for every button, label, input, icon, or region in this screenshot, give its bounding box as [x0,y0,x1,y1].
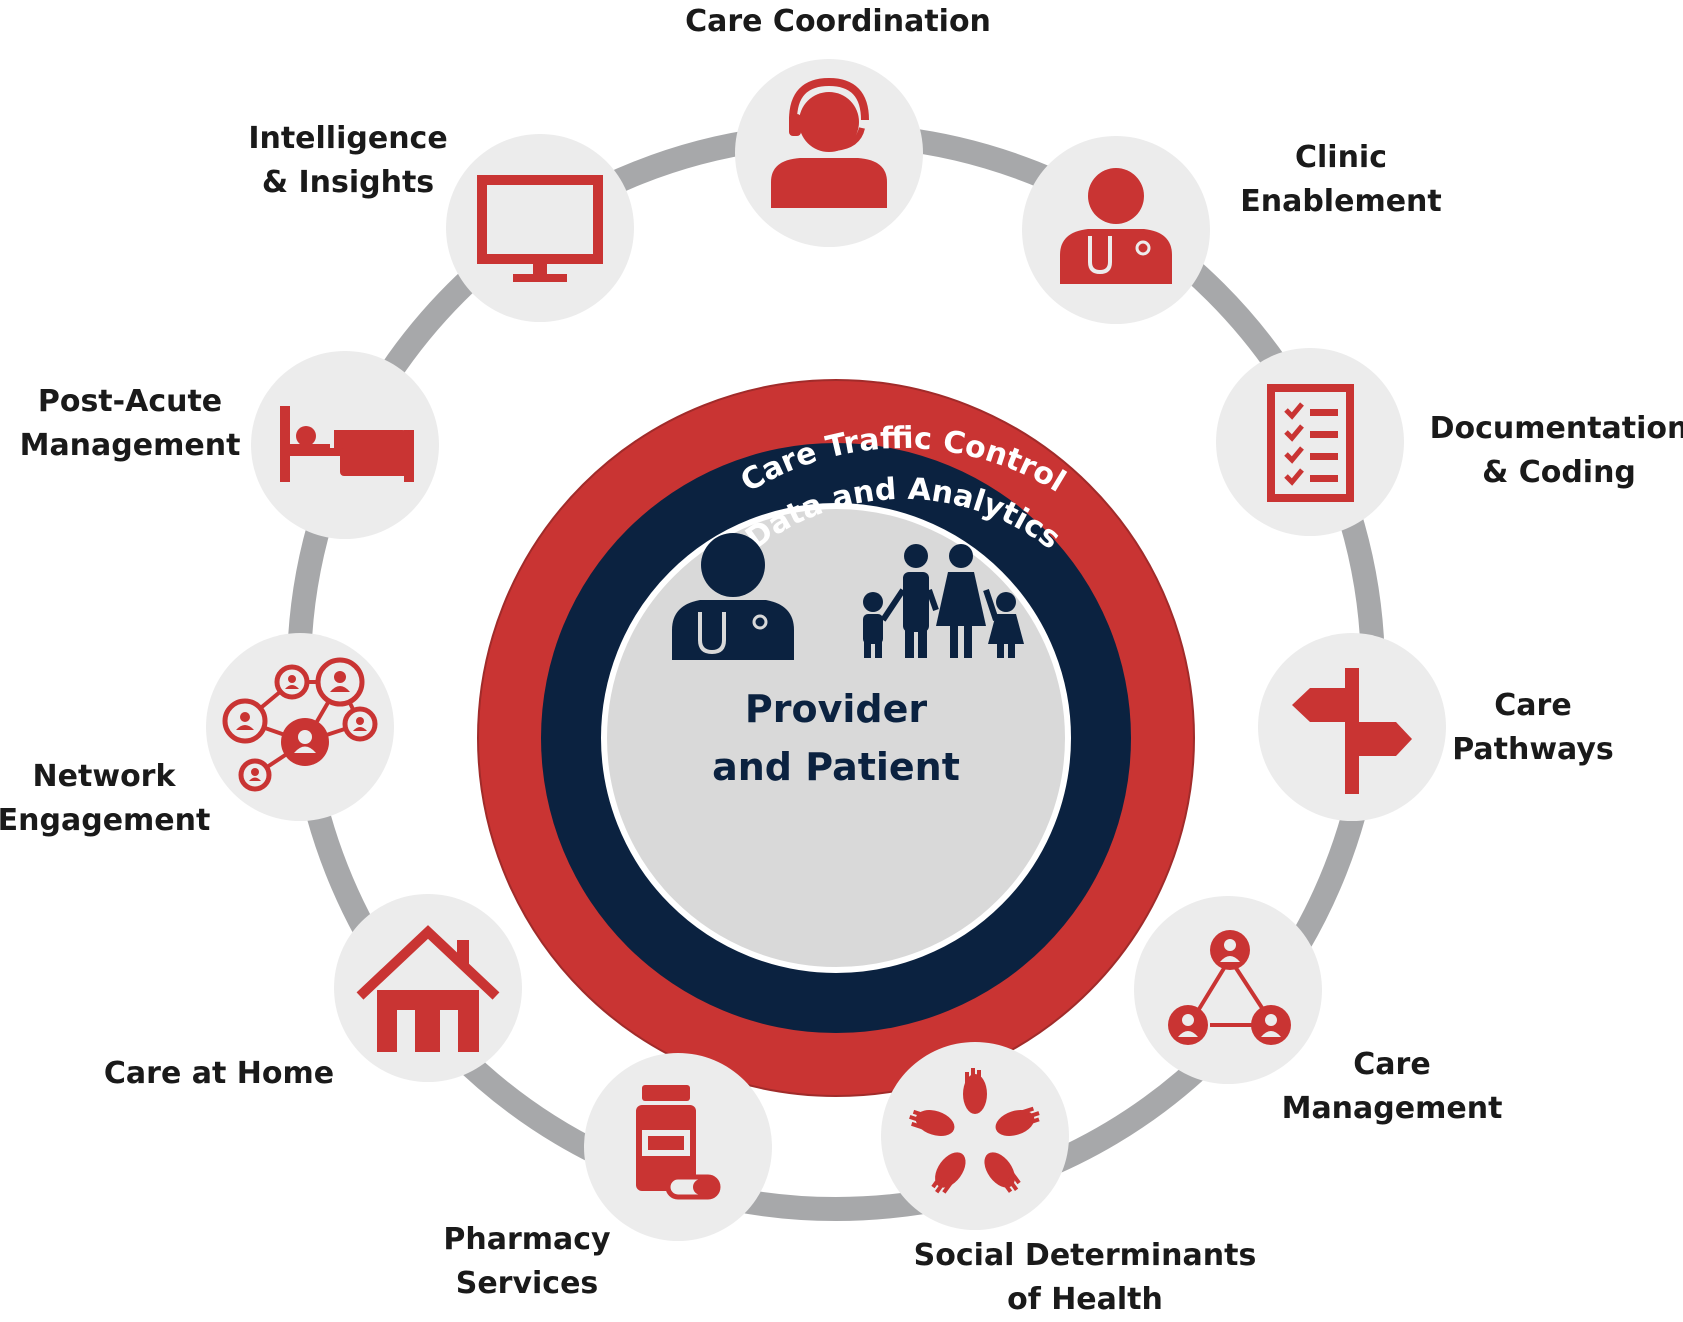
label-clinic-enablement: Clinic Enablement [1240,140,1442,219]
label-intelligence-insights: Intelligence & Insights [248,121,448,200]
center-title-line1: Provider [744,687,928,731]
family-icon [863,544,1024,658]
label-care-pathways: Care Pathways [1452,688,1614,767]
headset-user-icon [771,77,887,208]
label-social-determinants: Social Determinants of Health [913,1238,1257,1317]
network-icon [222,657,378,792]
team-triangle-icon [1168,930,1291,1045]
label-care-at-home: Care at Home [103,1056,335,1091]
node-intelligence-insights [446,134,634,322]
checklist-icon [1267,384,1354,502]
center-title-line2: and Patient [712,745,960,789]
node-documentation-coding [1216,348,1404,536]
monitor-icon [477,175,603,282]
center-title: Provider and Patient [712,680,960,796]
label-post-acute-management: Post-Acute Management [19,384,241,463]
pill-bottle-icon [636,1085,721,1200]
hospital-bed-icon [280,406,414,482]
node-care-coordination [735,59,923,247]
label-care-coordination: Care Coordination [685,4,991,39]
label-care-management: Care Management [1281,1047,1503,1126]
provider-icon [672,533,794,660]
house-icon [356,925,500,1052]
doctor-icon [1060,168,1172,284]
hands-circle-icon [909,1068,1040,1194]
label-pharmacy-services: Pharmacy Services [443,1222,611,1301]
signpost-icon [1292,668,1412,794]
label-documentation-coding: Documentation & Coding [1429,411,1683,490]
label-network-engagement: Network Engagement [0,759,211,838]
node-social-determinants [881,1042,1069,1230]
